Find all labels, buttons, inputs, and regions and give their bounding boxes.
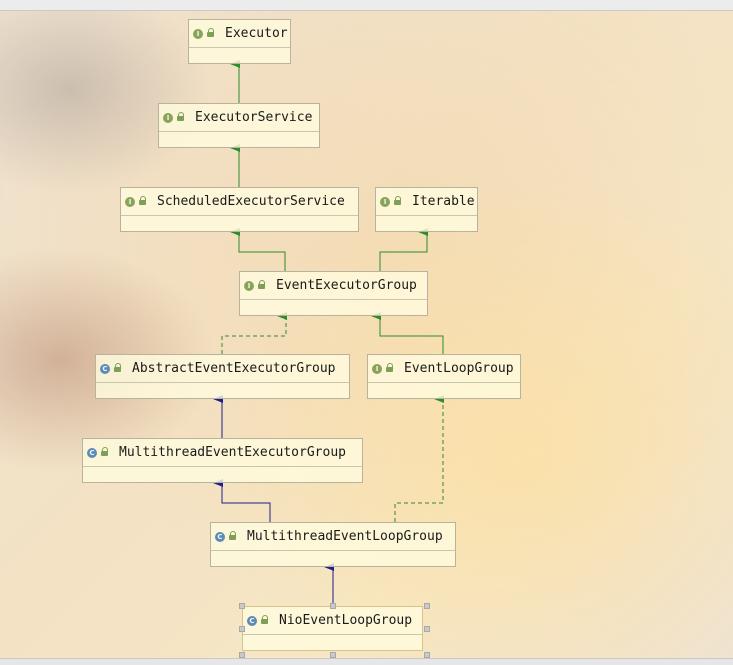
node-nio-event-loop-group[interactable]: C NioEventLoopGroup bbox=[242, 606, 423, 651]
node-name: ScheduledExecutorService bbox=[157, 194, 345, 209]
node-multithread-event-loop-group[interactable]: C MultithreadEventLoopGroup bbox=[210, 522, 456, 567]
node-executor-service[interactable]: I ExecutorService bbox=[158, 103, 320, 148]
bottom-status-strip bbox=[0, 658, 733, 665]
selection-handle[interactable] bbox=[239, 603, 245, 609]
node-header: C MultithreadEventExecutorGroup bbox=[83, 439, 362, 467]
selection-handle[interactable] bbox=[424, 603, 430, 609]
edge-extends-event-executor-group-to-iterable bbox=[379, 228, 428, 271]
node-header: I Iterable bbox=[376, 188, 477, 216]
node-name: Iterable bbox=[412, 194, 475, 209]
node-header: I ScheduledExecutorService bbox=[121, 188, 358, 216]
node-abstract-event-executor-group[interactable]: C AbstractEventExecutorGroup bbox=[95, 354, 350, 399]
edge-implements-multithread-event-loop-group-to-event-loop-group bbox=[394, 395, 444, 522]
edge-extends-event-executor-group-to-scheduled-executor-service bbox=[230, 228, 286, 271]
top-toolbar-strip bbox=[0, 0, 733, 11]
abstract-class-icon: C bbox=[215, 531, 225, 542]
interface-icon: I bbox=[380, 196, 390, 207]
node-header: I Executor bbox=[189, 20, 290, 48]
node-name: Executor bbox=[225, 26, 288, 41]
public-visibility-icon bbox=[260, 614, 268, 624]
public-visibility-icon bbox=[393, 195, 401, 205]
public-visibility-icon bbox=[100, 446, 108, 456]
interface-icon: I bbox=[372, 363, 382, 374]
node-executor[interactable]: I Executor bbox=[188, 19, 291, 64]
public-visibility-icon bbox=[138, 195, 146, 205]
node-name: ExecutorService bbox=[195, 110, 313, 125]
edge-implements-abstract-event-executor-group-to-event-executor-group bbox=[221, 312, 287, 354]
node-header: I EventLoopGroup bbox=[368, 355, 520, 383]
public-visibility-icon bbox=[228, 530, 236, 540]
node-event-executor-group[interactable]: I EventExecutorGroup bbox=[239, 271, 428, 316]
node-name: MultithreadEventExecutorGroup bbox=[119, 445, 346, 460]
node-event-loop-group[interactable]: I EventLoopGroup bbox=[367, 354, 521, 399]
node-multithread-event-executor-group[interactable]: C MultithreadEventExecutorGroup bbox=[82, 438, 363, 483]
node-header: C MultithreadEventLoopGroup bbox=[211, 523, 455, 551]
node-iterable[interactable]: I Iterable bbox=[375, 187, 478, 232]
public-visibility-icon bbox=[385, 362, 393, 372]
public-visibility-icon bbox=[113, 362, 121, 372]
node-header: C NioEventLoopGroup bbox=[243, 607, 422, 635]
selection-handle[interactable] bbox=[329, 652, 336, 658]
node-name: EventLoopGroup bbox=[404, 361, 514, 376]
node-header: C AbstractEventExecutorGroup bbox=[96, 355, 349, 383]
node-scheduled-executor-service[interactable]: I ScheduledExecutorService bbox=[120, 187, 359, 232]
edge-class_extends-multithread-event-loop-group-to-multithread-event-executor-group bbox=[213, 479, 271, 522]
selection-handle[interactable] bbox=[424, 652, 430, 658]
abstract-class-icon: C bbox=[87, 447, 97, 458]
node-header: I ExecutorService bbox=[159, 104, 319, 132]
node-name: MultithreadEventLoopGroup bbox=[247, 529, 443, 544]
selection-handle[interactable] bbox=[239, 625, 245, 632]
public-visibility-icon bbox=[176, 111, 184, 121]
selection-handle[interactable] bbox=[329, 603, 336, 609]
abstract-class-icon: C bbox=[100, 363, 110, 374]
interface-icon: I bbox=[193, 28, 203, 39]
public-visibility-icon bbox=[206, 27, 214, 37]
interface-icon: I bbox=[163, 112, 173, 123]
node-name: AbstractEventExecutorGroup bbox=[132, 361, 336, 376]
interface-icon: I bbox=[244, 280, 254, 291]
interface-icon: I bbox=[125, 196, 135, 207]
class-icon: C bbox=[247, 615, 257, 626]
node-name: NioEventLoopGroup bbox=[279, 613, 413, 628]
selection-handle[interactable] bbox=[424, 625, 430, 632]
node-name: EventExecutorGroup bbox=[276, 278, 417, 293]
edge-extends-event-loop-group-to-event-executor-group bbox=[371, 312, 444, 354]
public-visibility-icon bbox=[257, 279, 265, 289]
node-header: I EventExecutorGroup bbox=[240, 272, 427, 300]
selection-handle[interactable] bbox=[239, 652, 245, 658]
